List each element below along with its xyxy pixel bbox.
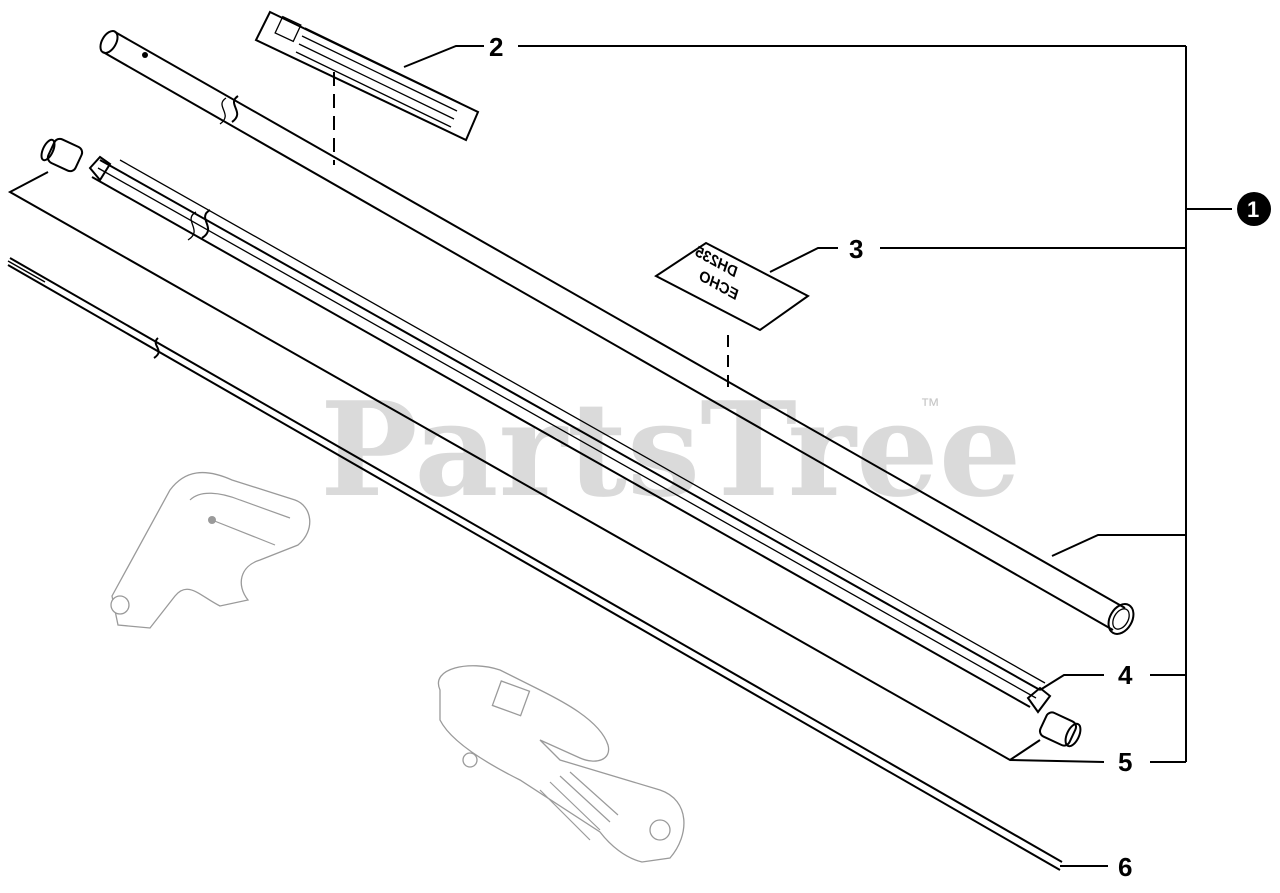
callout-2: 2 bbox=[489, 32, 503, 62]
callout-4: 4 bbox=[1118, 660, 1133, 690]
callout-6: 6 bbox=[1118, 852, 1132, 882]
liner-tube[interactable] bbox=[88, 155, 1052, 714]
warning-label-decal[interactable] bbox=[254, 10, 480, 165]
callout-3: 3 bbox=[849, 234, 863, 264]
ghost-rear-handle bbox=[437, 665, 685, 863]
callout-leaders bbox=[403, 45, 1232, 867]
ghost-front-handle bbox=[110, 471, 311, 629]
callout-5: 5 bbox=[1118, 747, 1132, 777]
bushing-leader-line bbox=[7, 171, 1041, 762]
assembly-callout-number: 1 bbox=[1247, 197, 1259, 222]
assembly-callout-badge[interactable]: 1 bbox=[1237, 192, 1271, 226]
watermark-text: PartsTree bbox=[320, 373, 1021, 526]
bushing-left[interactable] bbox=[39, 137, 84, 173]
trademark-symbol: ™ bbox=[920, 395, 940, 417]
drive-shaft[interactable] bbox=[7, 257, 1063, 871]
main-tube[interactable] bbox=[97, 28, 1139, 638]
bushing-right[interactable] bbox=[1038, 710, 1084, 748]
